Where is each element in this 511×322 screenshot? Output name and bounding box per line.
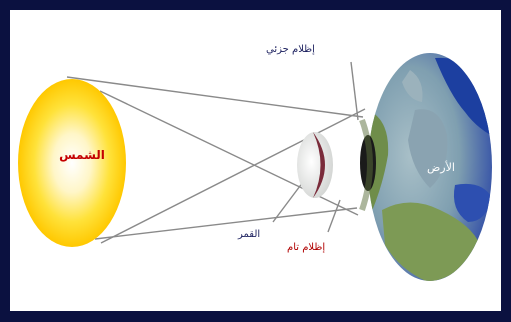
total-eclipse-label: إظلام تام	[287, 242, 325, 253]
partial-eclipse-label: إظلام جزئي	[266, 44, 315, 55]
partial-pointer	[351, 62, 358, 120]
diagram-panel: الشمس الأرض القمر إظلام جزئي إظلام تام	[10, 10, 501, 311]
sun	[18, 79, 126, 247]
earth-label: الأرض	[427, 161, 455, 174]
moon	[297, 132, 333, 198]
penumbra-line-bottom	[95, 208, 357, 239]
sun-label: الشمس	[47, 148, 117, 162]
moon-label: القمر	[238, 229, 260, 240]
total-pointer	[328, 200, 340, 232]
